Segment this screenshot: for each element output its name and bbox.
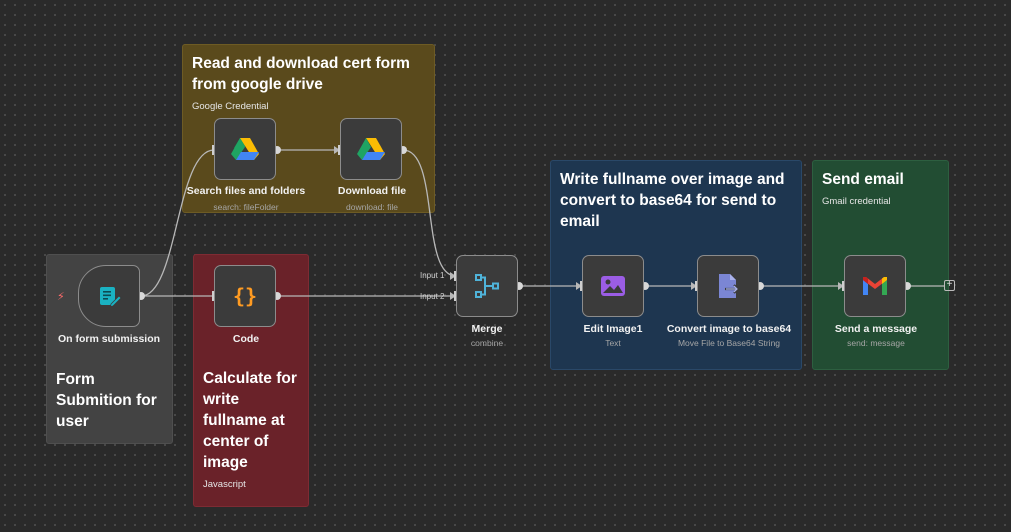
node-label: Search files and folders: [186, 185, 306, 197]
sticky-note-title: Write fullname over image and convert to…: [560, 171, 785, 230]
node-sublabel: Move File to Base64 String: [677, 338, 781, 348]
node-code[interactable]: {}: [214, 265, 276, 327]
input-handle: [695, 281, 698, 291]
arrowhead: [576, 282, 582, 290]
node-label: Edit Image1: [583, 323, 643, 335]
google-drive-icon: [357, 138, 385, 160]
merge-icon: [475, 274, 499, 298]
node-label: Code: [232, 333, 260, 345]
node-label: Merge: [471, 323, 503, 335]
arrowhead: [334, 146, 340, 154]
file-convert-icon: [719, 274, 740, 298]
node-sublabel: download: file: [346, 202, 398, 212]
input-handle: [454, 291, 457, 301]
sticky-note-subtitle: Gmail credential: [822, 196, 891, 207]
trigger-bolt-icon: ⚡: [57, 291, 65, 303]
code-braces-icon: {}: [233, 284, 257, 308]
node-label: Send a message: [834, 323, 918, 335]
gmail-icon: [863, 277, 887, 295]
arrowhead: [691, 282, 697, 290]
sticky-note-title: Form Submition for user: [56, 371, 157, 430]
node-sublabel: send: message: [847, 338, 905, 348]
merge-input-2-label: Input 2: [420, 292, 445, 301]
sticky-note-title: Calculate for write fullname at center o…: [203, 370, 297, 471]
sticky-note-subtitle: Javascript: [203, 479, 246, 490]
node-edit-image[interactable]: [582, 255, 644, 317]
input-handle: [212, 291, 215, 301]
merge-input-1-label: Input 1: [420, 271, 445, 280]
input-handle: [454, 271, 457, 281]
input-handle: [842, 281, 845, 291]
wire-trigger-to-search: [140, 149, 215, 297]
input-handle: [580, 281, 583, 291]
node-sublabel: Text: [605, 338, 621, 348]
node-label: On form submission: [57, 333, 161, 345]
input-handle: [338, 145, 341, 155]
node-merge[interactable]: [456, 255, 518, 317]
add-node-plus-button[interactable]: +: [944, 280, 955, 291]
node-on-form-submission[interactable]: [78, 265, 140, 327]
sticky-note-title: Send email: [822, 171, 904, 188]
node-convert-base64[interactable]: [697, 255, 759, 317]
google-drive-icon: [231, 138, 259, 160]
input-handle: [212, 145, 215, 155]
arrowhead: [838, 282, 844, 290]
node-sublabel: combine: [470, 338, 504, 348]
node-label: Download file: [337, 185, 407, 197]
node-search-files[interactable]: [214, 118, 276, 180]
sticky-note-title: Read and download cert form from google …: [192, 55, 410, 93]
node-download-file[interactable]: [340, 118, 402, 180]
arrowhead: [450, 292, 456, 300]
sticky-note-subtitle: Google Credential: [192, 101, 269, 112]
form-icon: [100, 287, 122, 308]
arrowhead: [450, 272, 456, 280]
node-label: Convert image to base64: [666, 323, 792, 335]
image-icon: [601, 276, 625, 296]
node-sublabel: search: fileFolder: [213, 202, 279, 212]
wire-download-to-merge: [402, 149, 457, 277]
node-send-message[interactable]: [844, 255, 906, 317]
svg-text:{}: {}: [233, 284, 257, 308]
